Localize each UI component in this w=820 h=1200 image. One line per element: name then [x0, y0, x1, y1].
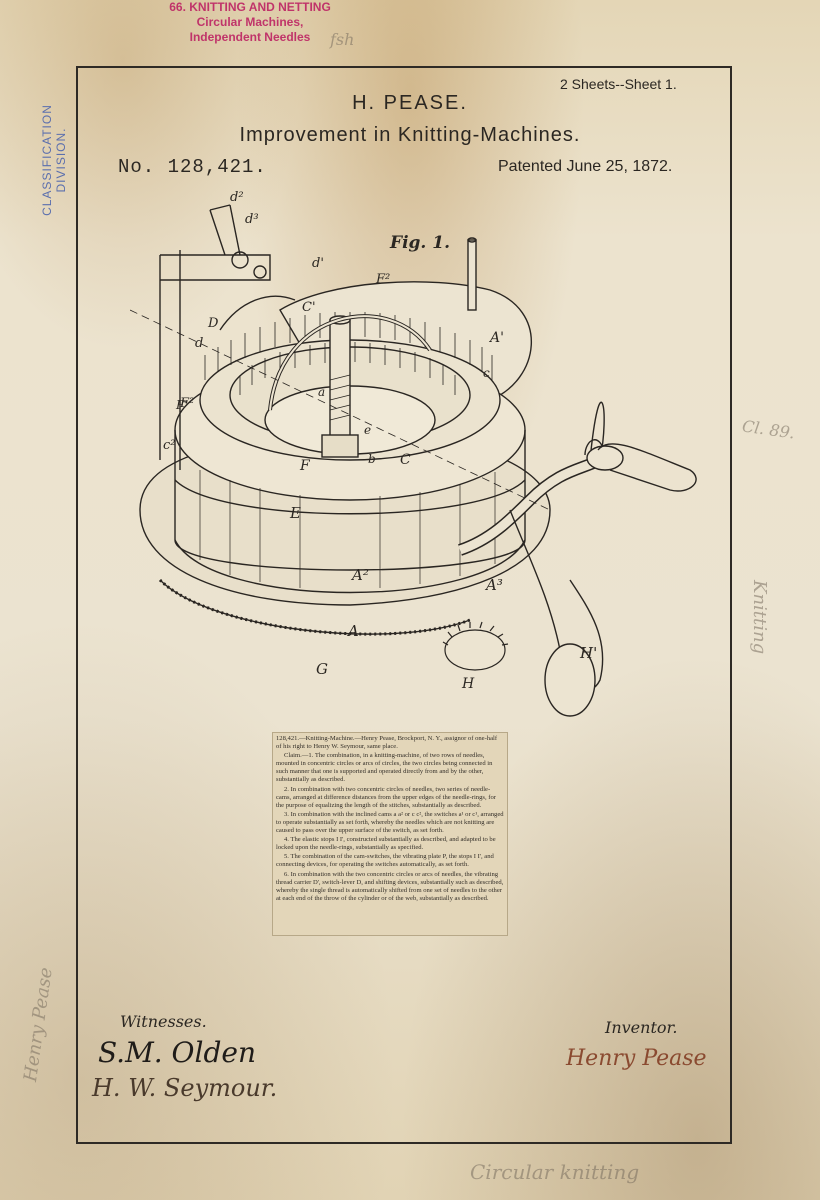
pencil-note-right: Knitting: [749, 580, 770, 654]
knitting-machine-drawing: [130, 180, 710, 720]
part-label: d: [195, 336, 203, 351]
patent-number: No. 128,421.: [118, 156, 267, 178]
inventor-label: Inventor.: [605, 1018, 677, 1037]
inventor-signature: Henry Pease: [566, 1046, 707, 1071]
claim-1: Claim.—1. The combination, in a knitting…: [276, 752, 504, 784]
pencil-note-bottom: Circular knitting: [470, 1160, 639, 1184]
part-label: C: [400, 452, 411, 468]
witness-signature-1: S.M. Olden: [98, 1036, 256, 1069]
inventor-name: H. PEASE.: [0, 92, 820, 115]
stamp-line-2: Circular Machines,: [160, 15, 340, 30]
part-label: c: [483, 366, 490, 380]
patent-date: Patented June 25, 1872.: [498, 158, 672, 176]
part-label: d': [312, 256, 324, 271]
claims-heading: 128,421.—Knitting-Machine.—Henry Pease, …: [276, 735, 504, 751]
witnesses-label: Witnesses.: [120, 1012, 207, 1031]
witness-signature-2: H. W. Seymour.: [92, 1074, 277, 1102]
claim-5: 5. The combination of the cam-switches, …: [276, 853, 504, 869]
sheet-count: 2 Sheets--Sheet 1.: [560, 76, 677, 92]
claim-2: 2. In combination with two concentric ci…: [276, 786, 504, 810]
claim-3: 3. In combination with the inclined cams…: [276, 811, 504, 835]
part-label: b: [368, 452, 376, 466]
pencil-note-top: fsh: [330, 30, 354, 49]
part-label: d²: [230, 190, 244, 205]
part-label: H': [580, 644, 597, 662]
part-label: A³: [486, 576, 503, 594]
part-label: a: [318, 385, 325, 399]
part-label: F: [300, 458, 310, 474]
claim-4: 4. The elastic stops I I', constructed s…: [276, 836, 504, 852]
part-label: F': [176, 398, 188, 412]
part-label: C': [302, 300, 316, 315]
part-label: A²: [352, 566, 369, 584]
part-label: F²: [376, 272, 390, 287]
claim-6: 6. In combination with the two concentri…: [276, 871, 504, 903]
part-label: H: [462, 676, 474, 692]
patent-title: Improvement in Knitting-Machines.: [0, 124, 820, 147]
stamp-line-1: 66. KNITTING AND NETTING: [160, 0, 340, 15]
part-label: A: [348, 622, 359, 640]
part-label: c²: [163, 438, 176, 453]
part-label: E: [290, 504, 301, 522]
part-label: e: [364, 423, 371, 437]
classification-stamp: 66. KNITTING AND NETTING Circular Machin…: [160, 0, 340, 45]
part-label: D: [208, 316, 218, 331]
stamp-line-3: Independent Needles: [160, 30, 340, 45]
part-label: A': [490, 330, 504, 346]
part-label: G: [316, 660, 328, 678]
part-label: d³: [245, 212, 259, 227]
claims-clipping: 128,421.—Knitting-Machine.—Henry Pease, …: [272, 732, 508, 936]
